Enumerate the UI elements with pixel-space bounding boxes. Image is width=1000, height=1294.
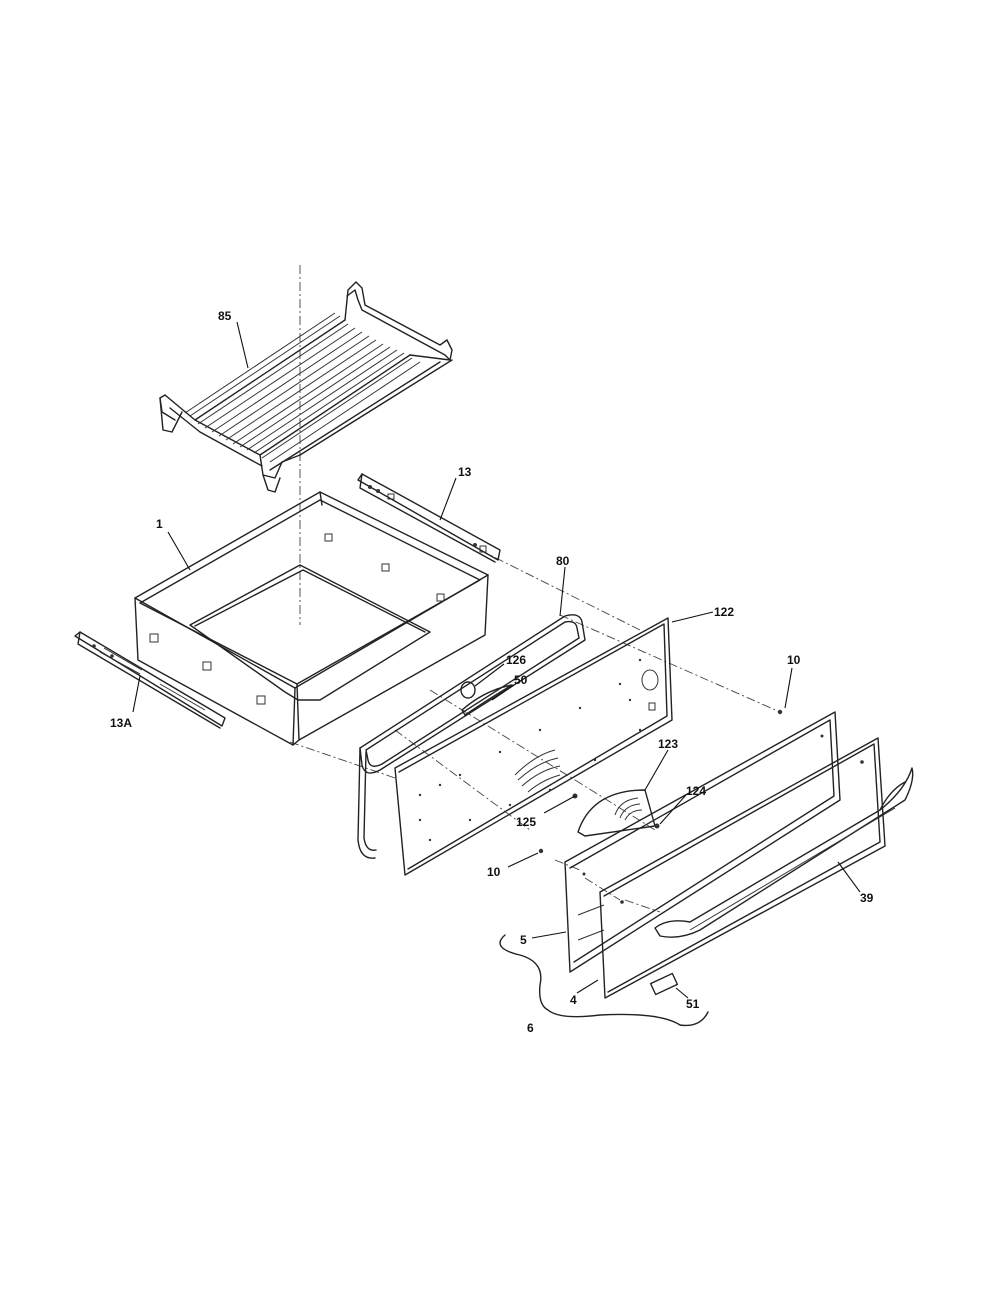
insulation-strip-50 xyxy=(461,684,513,716)
callout-10-top: 10 xyxy=(787,653,801,667)
rack-wires xyxy=(184,312,421,463)
heat-shield xyxy=(572,789,660,837)
drawer-body xyxy=(134,491,489,746)
drawer-bracket xyxy=(357,473,501,563)
callout-123: 123 xyxy=(658,737,678,751)
screw-10-bottom xyxy=(538,848,544,854)
slide-rail xyxy=(74,631,226,729)
callout-122: 122 xyxy=(714,605,734,619)
door-liner xyxy=(564,711,841,973)
callout-124: 124 xyxy=(686,784,706,798)
small-parts-top xyxy=(460,681,513,716)
callout-4: 4 xyxy=(570,993,577,1007)
grommet-126 xyxy=(460,681,476,699)
callout-13A: 13A xyxy=(110,716,132,730)
callout-51: 51 xyxy=(686,997,700,1011)
callout-13: 13 xyxy=(458,465,472,479)
assembly-bracket-curve xyxy=(499,934,709,1027)
screw-10-top xyxy=(777,709,783,715)
label-51 xyxy=(649,972,679,996)
panel-screw-holes xyxy=(418,658,642,842)
callout-126: 126 xyxy=(506,653,526,667)
callout-39: 39 xyxy=(860,891,874,905)
inner-door-panel xyxy=(394,617,673,876)
oven-rack xyxy=(159,281,453,493)
door-gasket xyxy=(357,614,586,859)
callout-6: 6 xyxy=(527,1021,534,1035)
callout-80: 80 xyxy=(556,554,570,568)
outer-door-panel xyxy=(599,737,886,999)
alignment-lines xyxy=(289,265,781,913)
callout-85: 85 xyxy=(218,309,232,323)
door-handle xyxy=(654,767,914,938)
callout-125: 125 xyxy=(516,815,536,829)
callout-5: 5 xyxy=(520,933,527,947)
callout-1: 1 xyxy=(156,517,163,531)
callout-labels: 85 13 1 80 122 10 126 50 13A 123 124 125… xyxy=(110,309,874,1035)
callout-10-bottom: 10 xyxy=(487,865,501,879)
callout-50: 50 xyxy=(514,673,528,687)
leader-lines xyxy=(132,321,861,999)
